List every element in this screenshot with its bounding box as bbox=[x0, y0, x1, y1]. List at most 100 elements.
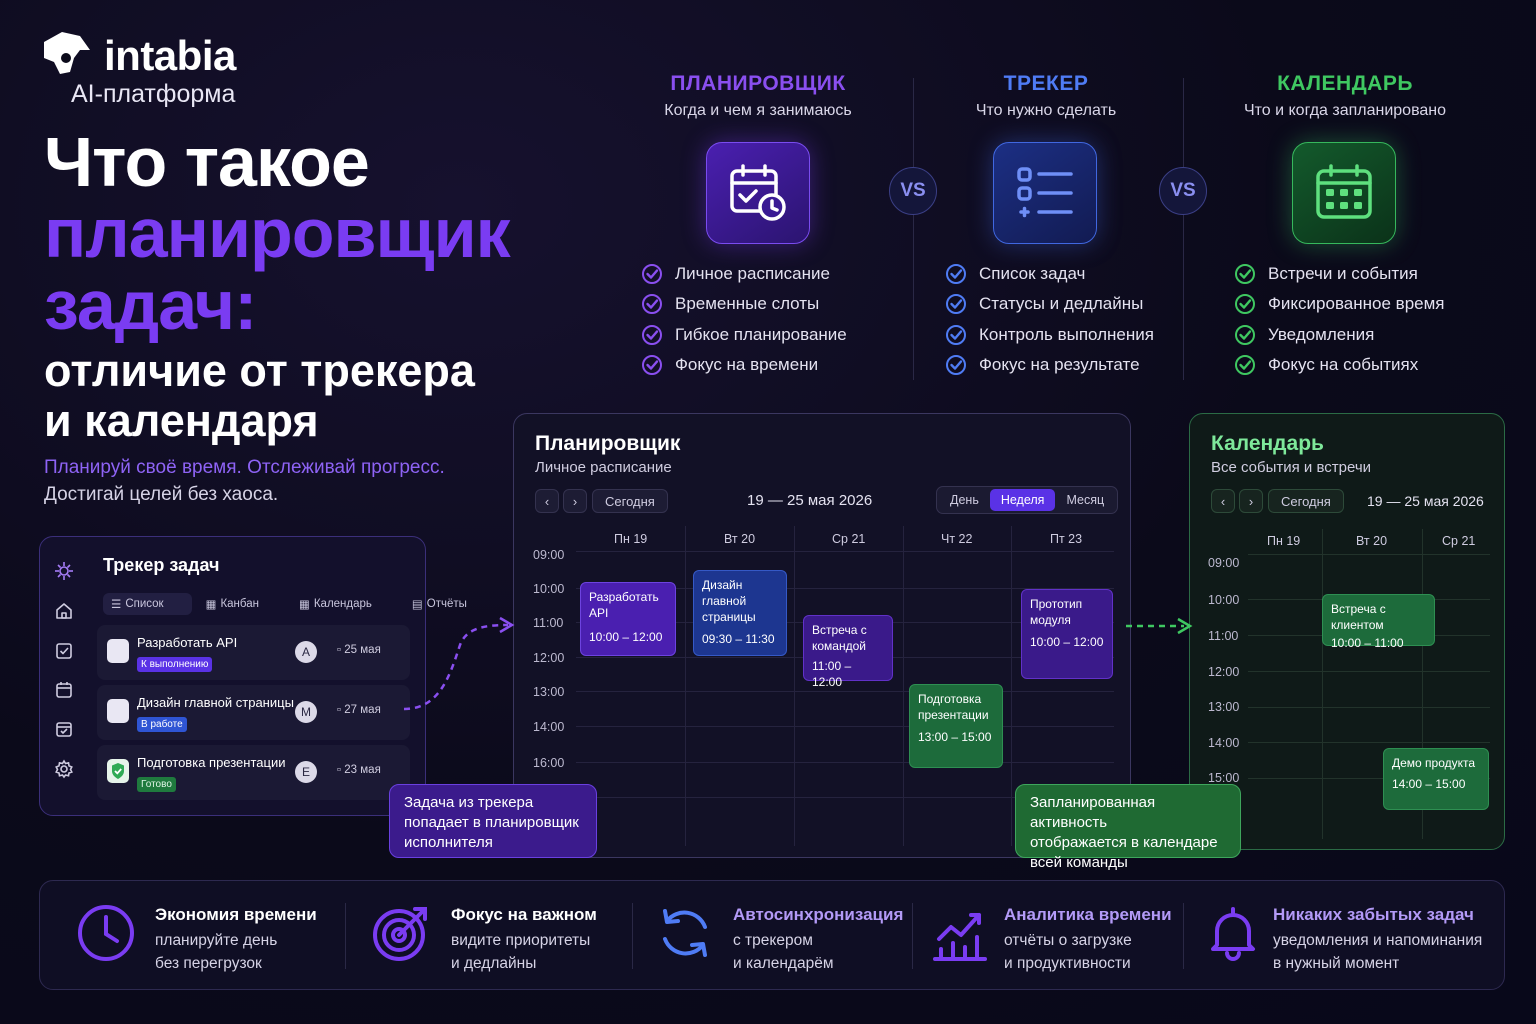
event-title: Разработать API bbox=[589, 590, 659, 620]
time-label: 15:00 bbox=[1208, 771, 1240, 785]
due-date-text: 23 мая bbox=[344, 764, 381, 776]
calendar-small-icon: ▫ bbox=[337, 764, 345, 776]
check-circle-icon bbox=[1235, 324, 1255, 345]
benefit-text: и продуктивности bbox=[1004, 955, 1131, 972]
today-button[interactable]: Сегодня bbox=[1268, 489, 1344, 513]
benefit-text: и календарём bbox=[733, 955, 834, 972]
callout-line: попадает в планировщик bbox=[404, 814, 579, 831]
column-subtitle: Что нужно сделать bbox=[975, 102, 1117, 119]
calendar-date-range: 19 — 25 мая 2026 bbox=[1367, 493, 1484, 509]
checkbox-icon[interactable] bbox=[54, 641, 74, 661]
task-list-icon bbox=[107, 699, 129, 723]
view-day-button[interactable]: День bbox=[950, 493, 979, 507]
day-header: Пт 23 bbox=[1050, 532, 1083, 546]
feature-label: Фиксированное время bbox=[1268, 294, 1445, 314]
planner-event[interactable]: Дизайн главной страницы 09:30 – 11:30 bbox=[693, 570, 787, 656]
planner-title: Планировщик bbox=[535, 432, 681, 455]
calendar-icon[interactable] bbox=[54, 680, 74, 700]
vs-badge: VS bbox=[889, 167, 937, 215]
planner-event[interactable]: Разработать API 10:00 – 12:00 bbox=[580, 582, 676, 656]
benefit-text: с трекером bbox=[733, 932, 813, 949]
feature-item: Список задач bbox=[945, 259, 1154, 289]
feature-item: Уведомления bbox=[1234, 320, 1445, 350]
feature-label: Личное расписание bbox=[675, 264, 830, 284]
day-header: Пн 19 bbox=[1267, 534, 1301, 548]
checklist-icon bbox=[993, 142, 1097, 244]
tab-list[interactable]: ☰Список bbox=[103, 593, 192, 615]
calendar-icon: ▦ bbox=[298, 599, 310, 611]
status-badge: В работе bbox=[137, 717, 187, 732]
calendar-clock-icon bbox=[706, 142, 810, 244]
planner-event[interactable]: Встреча с командой 11:00 – 12:00 bbox=[803, 615, 893, 689]
task-row[interactable]: Дизайн главной страницы В работе M ▫ 27 … bbox=[97, 685, 410, 740]
view-week-button[interactable]: Неделя bbox=[989, 489, 1056, 511]
avatar: A bbox=[295, 641, 317, 663]
check-circle-icon bbox=[642, 324, 662, 345]
prev-week-button[interactable]: ‹ bbox=[1211, 489, 1235, 513]
check-circle-icon bbox=[946, 264, 966, 285]
event-title: Встреча с клиентом bbox=[1331, 602, 1386, 632]
tracker-feature-list: Список задач Статусы и дедлайны Контроль… bbox=[945, 259, 1154, 380]
planner-event[interactable]: Подготовка презентации 13:00 – 15:00 bbox=[909, 684, 1003, 768]
benefit-title: Аналитика времени bbox=[1004, 905, 1172, 924]
tracker-title: Трекер задач bbox=[103, 555, 220, 575]
calendar-panel: Календарь Все события и встречи ‹ › Сего… bbox=[1189, 413, 1505, 850]
check-circle-icon bbox=[642, 355, 662, 376]
day-header: Пн 19 bbox=[614, 532, 648, 546]
task-row[interactable]: Разработать API К выполнению A ▫ 25 мая bbox=[97, 625, 410, 680]
event-time: 13:00 – 15:00 bbox=[918, 730, 992, 744]
flow-arrow-icon bbox=[403, 616, 515, 711]
task-row[interactable]: Подготовка презентации Готово E ▫ 23 мая bbox=[97, 745, 410, 800]
planner-panel: Планировщик Личное расписание ‹ › Сегодн… bbox=[513, 413, 1131, 858]
today-button[interactable]: Сегодня bbox=[592, 489, 668, 513]
flow-arrow-icon bbox=[1126, 617, 1193, 635]
headline-line5: и календаря bbox=[44, 395, 319, 446]
tab-label: Календарь bbox=[313, 598, 372, 610]
status-badge: К выполнению bbox=[137, 657, 213, 672]
benefit-text: уведомления и напоминания bbox=[1273, 932, 1483, 949]
analytics-icon bbox=[933, 913, 987, 961]
ai-spark-icon[interactable] bbox=[54, 561, 74, 581]
column-planner: ПЛАНИРОВЩИК Когда и чем я занимаюсь bbox=[613, 72, 903, 120]
benefits-bar: Экономия времени планируйте день без пер… bbox=[39, 880, 1505, 990]
time-label: 14:00 bbox=[1208, 736, 1240, 750]
time-label: 11:00 bbox=[1208, 629, 1239, 643]
column-divider bbox=[1183, 78, 1184, 380]
feature-item: Фокус на событиях bbox=[1234, 350, 1445, 380]
calendar-event[interactable]: Встреча с клиентом 10:00 – 11:00 bbox=[1322, 594, 1435, 650]
calendar-event[interactable]: Демо продукта 14:00 – 15:00 bbox=[1383, 748, 1489, 810]
tab-label: Отчёты bbox=[426, 598, 467, 610]
event-time: 10:00 – 12:00 bbox=[589, 630, 663, 644]
feature-item: Фокус на результате bbox=[945, 350, 1154, 380]
tab-calendar[interactable]: ▦Календарь bbox=[299, 593, 392, 615]
time-label: 14:00 bbox=[533, 720, 565, 734]
feature-item: Статусы и дедлайны bbox=[945, 289, 1154, 319]
list-icon: ☰ bbox=[111, 599, 122, 611]
day-header: Вт 20 bbox=[724, 532, 756, 546]
next-week-button[interactable]: › bbox=[1239, 489, 1263, 513]
tab-kanban[interactable]: ▦Канбан bbox=[206, 593, 279, 615]
feature-label: Уведомления bbox=[1268, 324, 1375, 344]
event-title: Подготовка презентации bbox=[918, 692, 989, 722]
tracker-panel: Трекер задач ☰Список ▦Канбан ▦Календарь … bbox=[39, 536, 467, 816]
benefit-title: Фокус на важном bbox=[451, 905, 597, 924]
tab-reports[interactable]: ▤Отчёты bbox=[412, 593, 487, 615]
column-title: ПЛАНИРОВЩИК bbox=[670, 72, 846, 95]
planner-event[interactable]: Прототип модуля 10:00 – 12:00 bbox=[1021, 589, 1113, 679]
calendar-small-icon: ▫ bbox=[337, 704, 345, 716]
view-month-button[interactable]: Месяц bbox=[1066, 493, 1105, 507]
calendar-check-icon[interactable] bbox=[54, 719, 74, 739]
time-label: 09:00 bbox=[533, 548, 565, 562]
time-label: 12:00 bbox=[1208, 665, 1240, 679]
callout-line: отображается в календаре bbox=[1030, 834, 1218, 851]
prev-week-button[interactable]: ‹ bbox=[535, 489, 559, 513]
calendar-title: Календарь bbox=[1211, 432, 1324, 455]
task-name: Разработать API bbox=[137, 635, 238, 650]
benefit-text: и дедлайны bbox=[451, 955, 537, 972]
gear-icon[interactable] bbox=[54, 759, 74, 779]
home-icon[interactable] bbox=[54, 601, 74, 621]
brand-name: intabia bbox=[104, 32, 236, 79]
next-week-button[interactable]: › bbox=[563, 489, 587, 513]
day-header: Чт 22 bbox=[941, 532, 973, 546]
tracker-tabs: ☰Список ▦Канбан ▦Календарь ▤Отчёты bbox=[103, 593, 507, 615]
